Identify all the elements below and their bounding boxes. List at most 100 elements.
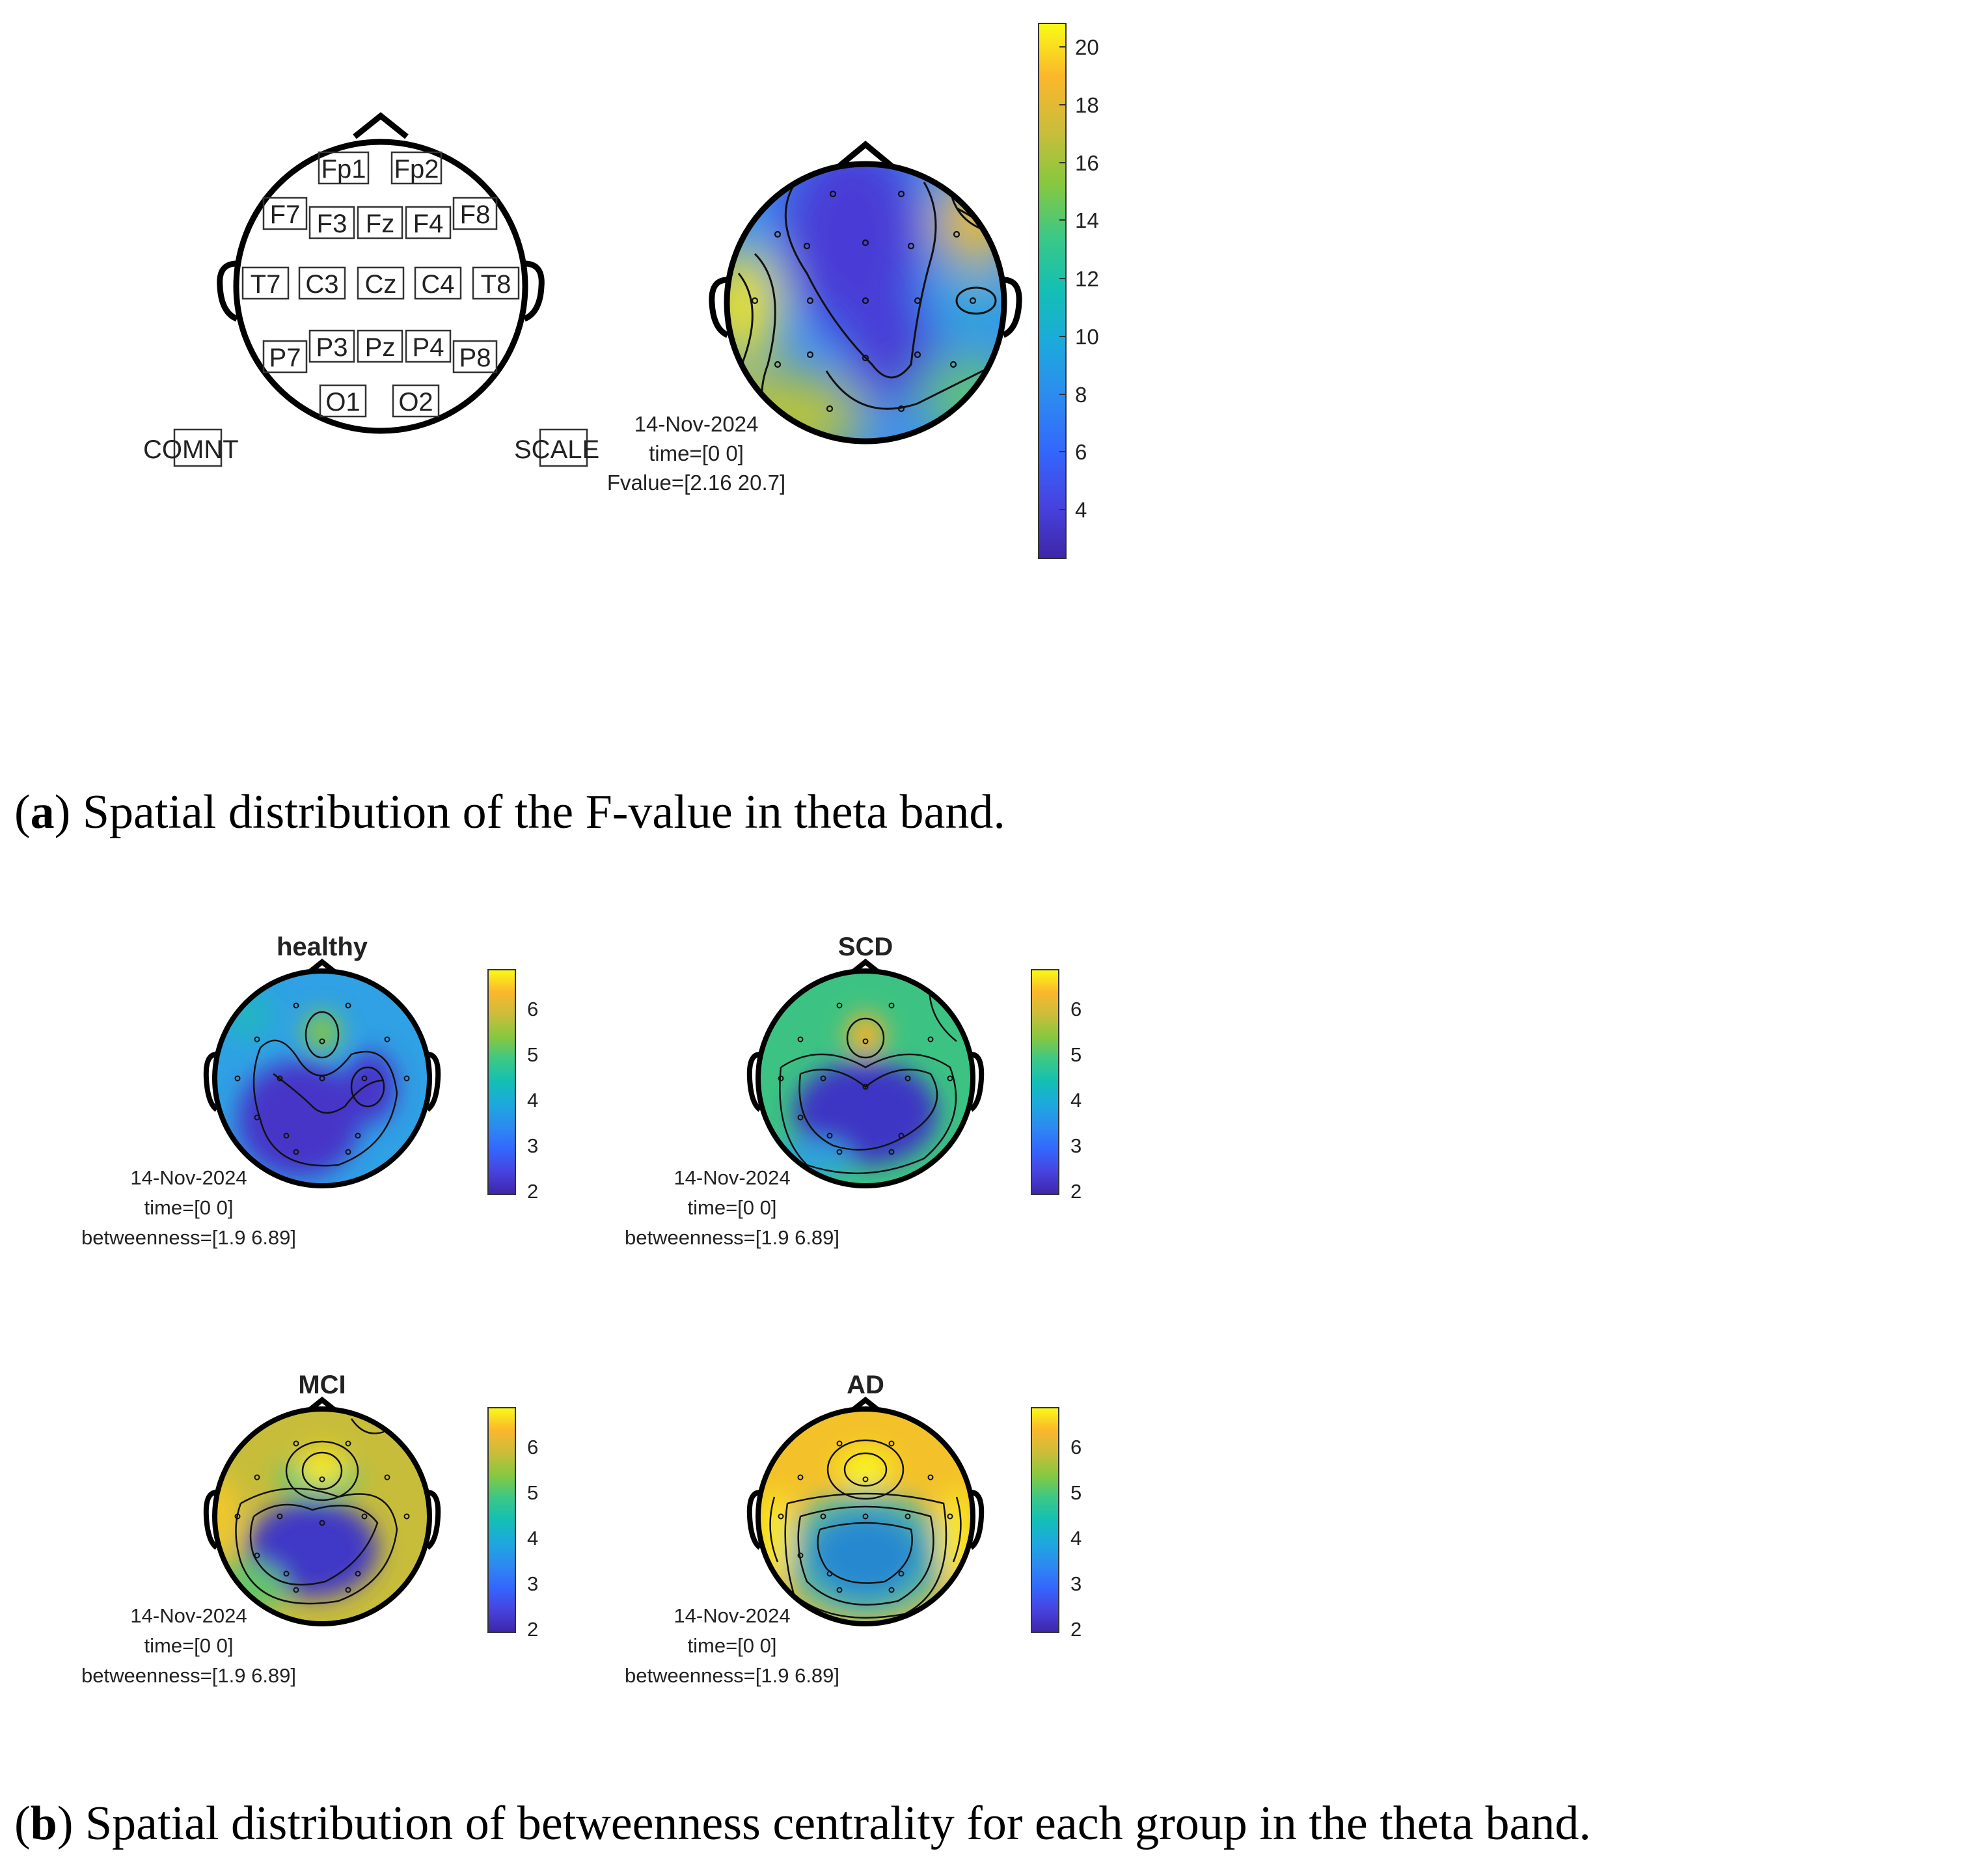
topoplot-ad: AD 14-Nov-2024 <box>625 1371 1082 1687</box>
colorbar-healthy <box>487 969 516 1195</box>
colorbar-tick: 12 <box>1075 267 1099 291</box>
electrode-box-pz: Pz <box>357 329 403 363</box>
colorbar-ad <box>1031 1407 1059 1633</box>
colorbar-tick: 3 <box>527 1134 538 1157</box>
heatmap-healthy <box>215 971 429 1186</box>
colorbar-tick: 5 <box>527 1481 538 1504</box>
electrode-box-fz: Fz <box>357 206 403 240</box>
electrode-box-p7: P7 <box>262 340 308 374</box>
info-range: betweenness=[1.9 6.89] <box>625 1664 839 1687</box>
colorbar-tick: 5 <box>1070 1481 1082 1504</box>
nose-shape <box>353 112 409 139</box>
colorbar-tick: 4 <box>1070 1089 1082 1112</box>
electrode-label: F7 <box>270 200 301 229</box>
electrode-box-t8: T8 <box>472 266 520 300</box>
right-ear-shape <box>1001 277 1022 338</box>
colorbar-tick: 6 <box>527 998 538 1020</box>
fvalue-colorbar: 4 6 8 10 12 14 16 18 20 <box>1038 23 1099 559</box>
head-outline <box>724 161 1007 445</box>
electrode-box-cz: Cz <box>357 266 405 300</box>
electrode-label: P8 <box>459 344 491 372</box>
electrode-label: C4 <box>421 270 454 299</box>
info-date: 14-Nov-2024 <box>130 1166 247 1189</box>
info-range: betweenness=[1.9 6.89] <box>81 1664 296 1687</box>
info-time: time=[0 0] <box>144 1634 234 1657</box>
caption-letter: b <box>30 1797 57 1850</box>
electrode-dots <box>751 190 977 413</box>
electrode-label: Fp1 <box>321 155 366 184</box>
electrode-label: F3 <box>317 210 347 238</box>
fvalue-topoplot: 14-Nov-2024 time=[0 0] Fvalue=[2.16 20.7… <box>607 141 1022 495</box>
info-time: time=[0 0] <box>688 1634 777 1657</box>
electrode-label: Pz <box>365 333 396 362</box>
electrode-label: T8 <box>481 270 511 299</box>
info-time: time=[0 0] <box>144 1196 234 1219</box>
topoplot-mci: MCI 14-Nov-2024 time=[0 0] <box>81 1371 538 1687</box>
colorbar-mci <box>487 1407 516 1633</box>
nose-shape <box>837 141 893 169</box>
electrode-label: Cz <box>365 270 397 299</box>
plot-title: MCI <box>298 1371 346 1399</box>
info-range: betweenness=[1.9 6.89] <box>625 1226 839 1249</box>
electrode-box-p3: P3 <box>308 329 355 363</box>
electrode-label: F4 <box>413 210 444 238</box>
heatmap-scd <box>758 971 973 1186</box>
colorbar-tick: 2 <box>1070 1180 1082 1203</box>
colorbar-tick: 2 <box>527 1618 538 1641</box>
colorbar-tick: 6 <box>1070 998 1082 1020</box>
topoplot-healthy: healthy 14-Nov-2024 time=[0 0] betweenne… <box>81 933 538 1249</box>
colorbar-tick: 8 <box>1075 383 1087 407</box>
electrode-box-o1: O1 <box>319 384 367 418</box>
scale-label: SCALE <box>514 435 599 464</box>
colorbar-tick: 4 <box>527 1089 538 1112</box>
electrode-label: P7 <box>269 344 301 372</box>
electrode-label: Fz <box>366 210 394 238</box>
colorbar-tick: 14 <box>1075 208 1099 232</box>
electrode-box-fp2: Fp2 <box>390 151 443 185</box>
colorbar-tick: 4 <box>1075 498 1087 522</box>
info-range: betweenness=[1.9 6.89] <box>81 1226 296 1249</box>
electrode-label: P3 <box>316 333 348 362</box>
comnt-box <box>173 428 223 467</box>
colorbar-tick: 2 <box>1070 1618 1082 1641</box>
electrode-box-f7: F7 <box>262 197 308 230</box>
electrode-label: C3 <box>305 270 338 299</box>
electrode-label: T7 <box>251 270 281 299</box>
info-time: time=[0 0] <box>649 441 744 465</box>
plot-title: SCD <box>838 933 893 961</box>
info-time: time=[0 0] <box>688 1196 777 1219</box>
caption-text: Spatial distribution of betweenness cent… <box>85 1797 1591 1850</box>
left-ear-shape <box>709 277 729 338</box>
heatmap-ad <box>758 1409 973 1624</box>
colorbar-tick: 20 <box>1075 35 1099 59</box>
colorbar-tick: 6 <box>1070 1436 1082 1458</box>
electrode-box-p4: P4 <box>405 329 452 363</box>
electrode-label: O2 <box>398 388 433 417</box>
colorbar-tick: 16 <box>1075 151 1099 175</box>
plot-title: healthy <box>277 933 368 961</box>
colorbar-tick: 2 <box>527 1180 538 1203</box>
left-ear-shape <box>217 260 239 322</box>
colorbar-tick: 4 <box>527 1527 538 1550</box>
caption-letter: a <box>30 786 55 839</box>
electrode-box-f3: F3 <box>308 206 355 240</box>
info-date: 14-Nov-2024 <box>674 1604 790 1627</box>
caption-a: (a) Spatial distribution of the F-value … <box>14 786 1005 839</box>
colorbar-tick: 18 <box>1075 93 1099 117</box>
head-outline <box>233 139 528 434</box>
colorbar-tick: 3 <box>1070 1134 1082 1157</box>
info-range: Fvalue=[2.16 20.7] <box>607 471 785 495</box>
info-date: 14-Nov-2024 <box>674 1166 790 1189</box>
caption-b: (b) Spatial distribution of betweenness … <box>14 1797 1591 1850</box>
plot-title: AD <box>847 1371 884 1399</box>
colorbar-tick: 5 <box>527 1043 538 1066</box>
comnt-label: COMNT <box>143 435 239 464</box>
electrode-box-p8: P8 <box>452 340 498 374</box>
electrode-label: Fp2 <box>394 155 439 184</box>
electrode-box-fp1: Fp1 <box>318 151 370 185</box>
electrode-box-t7: T7 <box>241 266 290 300</box>
info-date: 14-Nov-2024 <box>130 1604 247 1627</box>
electrode-box-c3: C3 <box>298 266 346 300</box>
colorbar-tick: 4 <box>1070 1527 1082 1550</box>
